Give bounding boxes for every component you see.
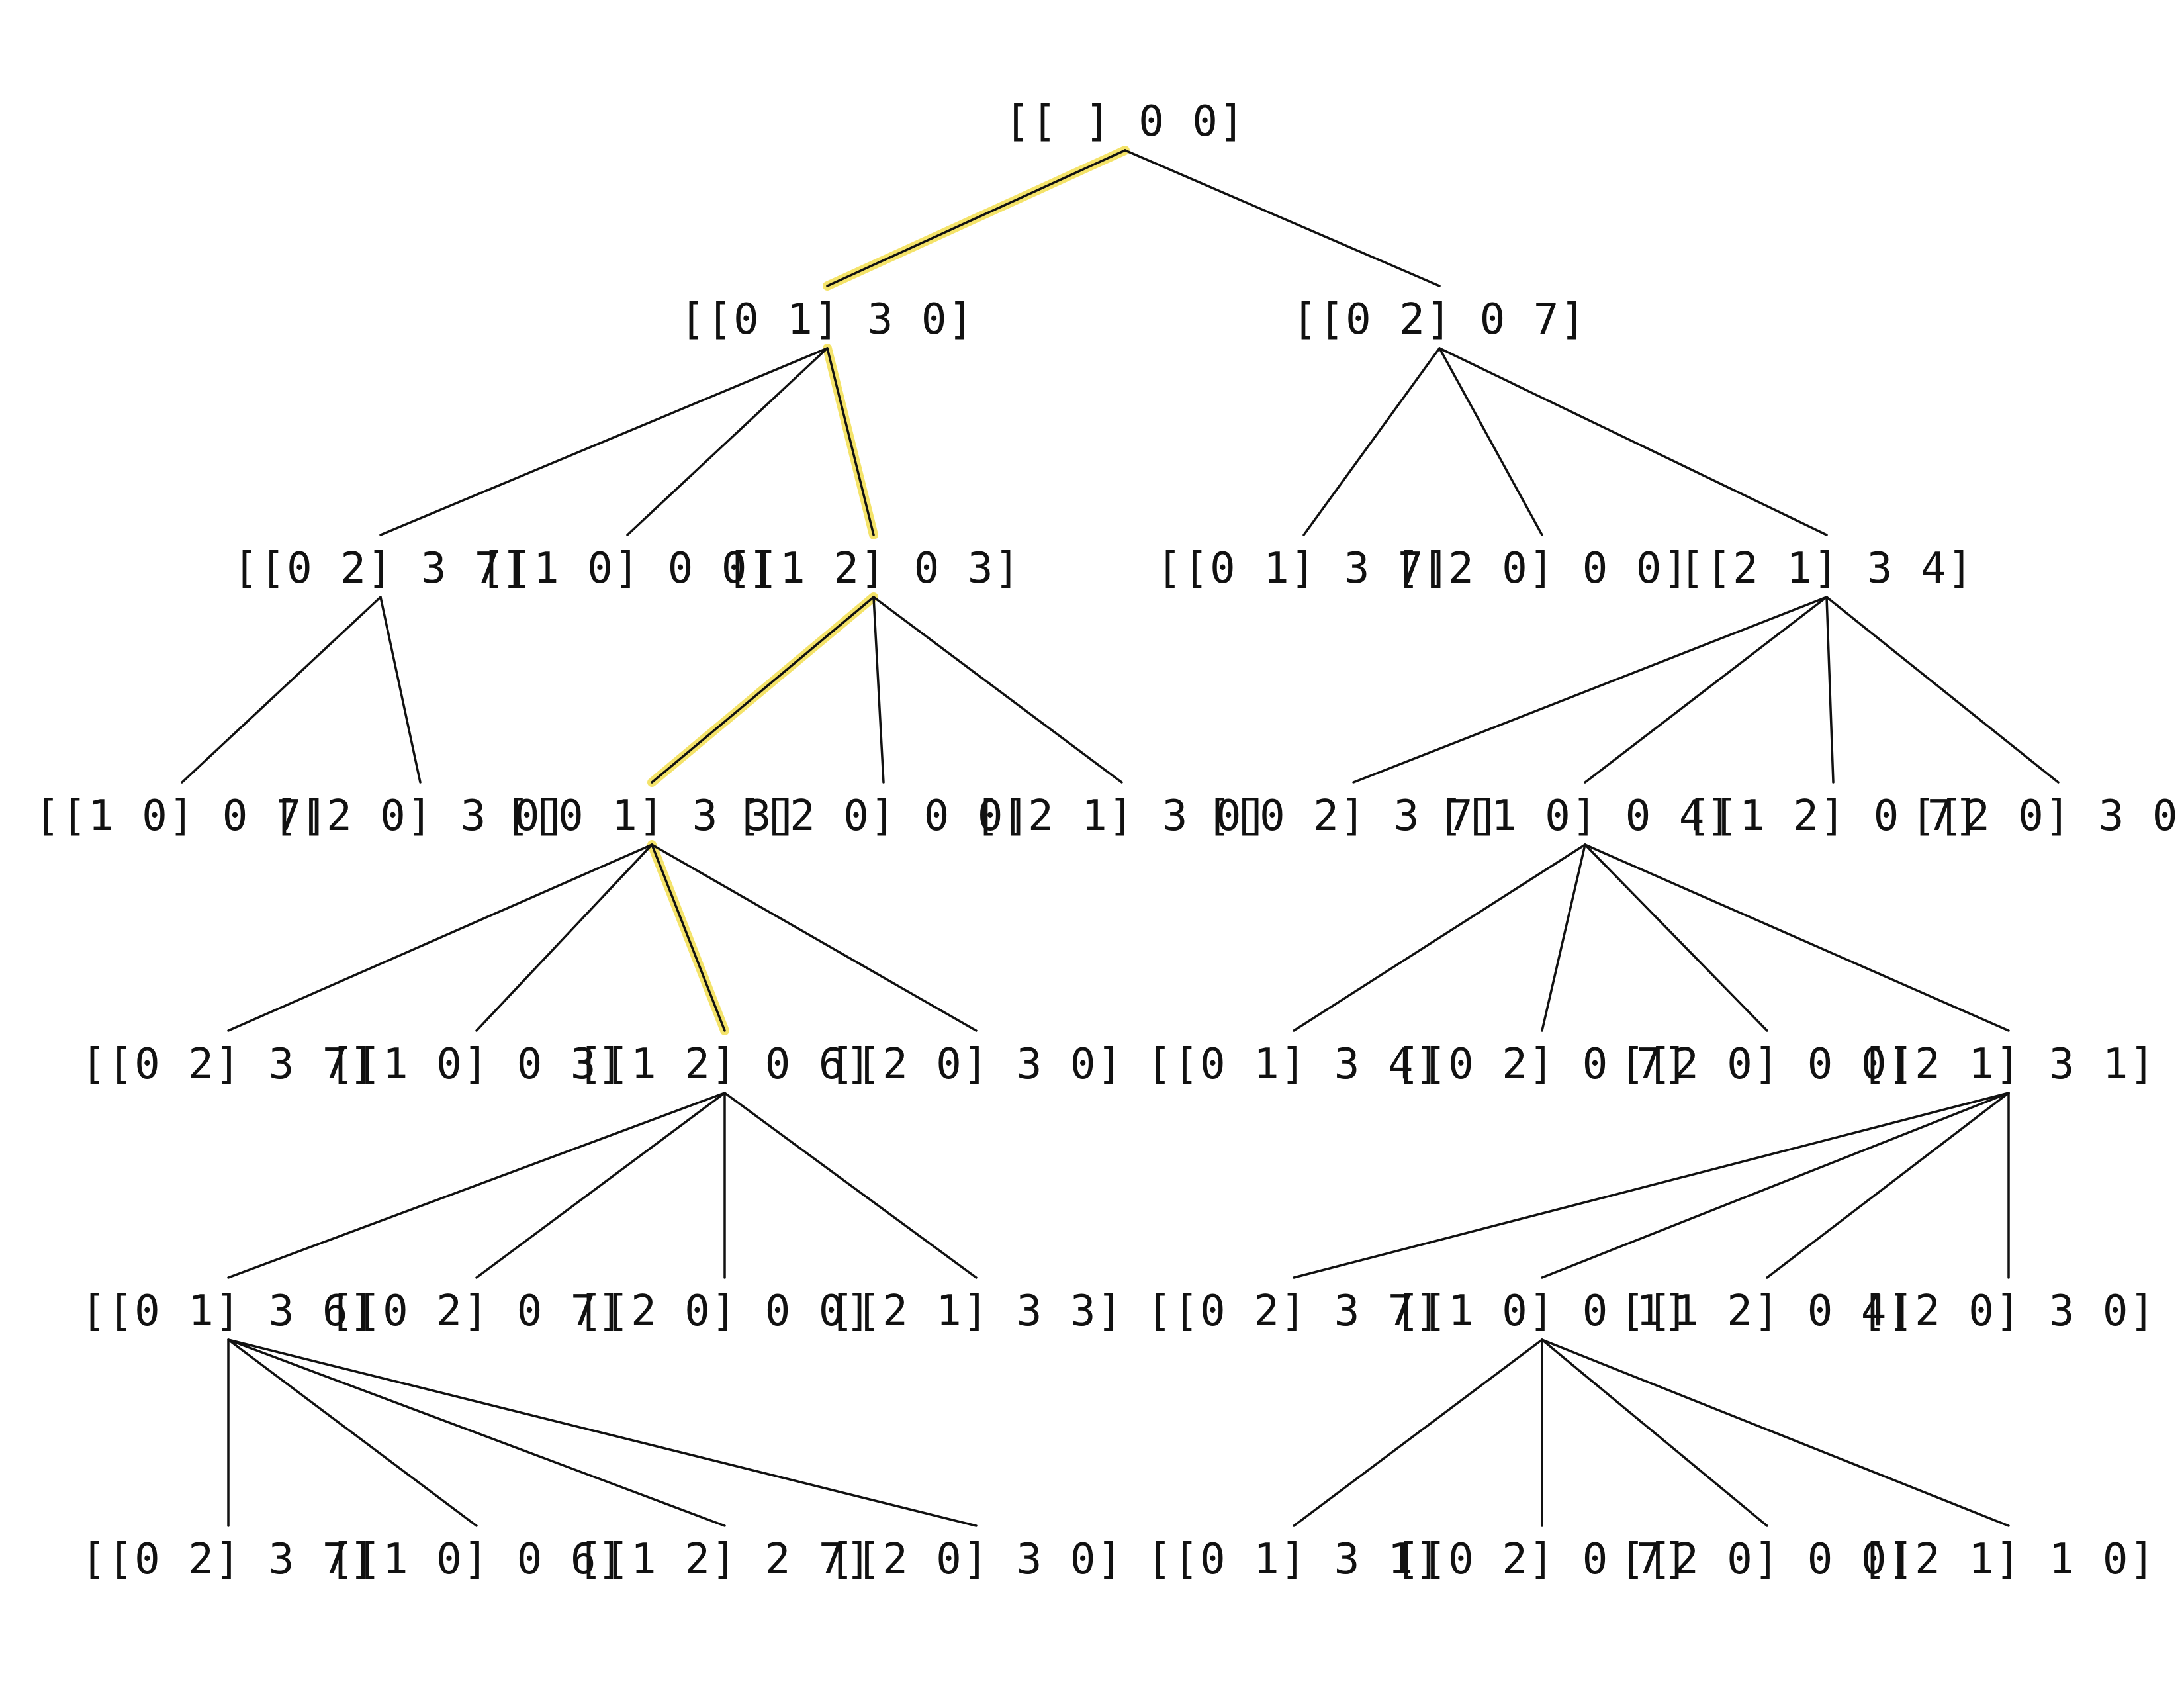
edge-n01c-l3d bbox=[872, 596, 885, 784]
edge-l3c-l4c bbox=[651, 843, 726, 1032]
edge-n01a-l3b bbox=[379, 596, 422, 784]
tree-node-l6f: [[0 2] 0 7] bbox=[1394, 1535, 1690, 1584]
tree-node-n02c: [[2 1] 3 4] bbox=[1679, 544, 1974, 593]
edge-n02-n02c bbox=[1438, 347, 1828, 536]
tree-node-l6g: [[2 0] 0 0] bbox=[1619, 1535, 1915, 1584]
tree-node-l6h: [[2 1] 1 0] bbox=[1861, 1535, 2156, 1584]
tree-node-n01: [[0 1] 3 0] bbox=[680, 295, 975, 344]
edge-l4c-l5d bbox=[723, 1092, 978, 1279]
tree-node-l4e: [[0 1] 3 4] bbox=[1146, 1040, 1441, 1089]
tree-node-l3d: [[2 0] 0 0] bbox=[736, 792, 1031, 841]
tree-node-l6a: [[0 2] 3 7] bbox=[81, 1535, 376, 1584]
tree-node-n02b: [[2 0] 0 0] bbox=[1394, 544, 1690, 593]
edge-n02c-l3g bbox=[1584, 596, 1828, 784]
tree-node-l4a: [[0 2] 3 7] bbox=[81, 1040, 376, 1089]
edge-l3g-l4h bbox=[1584, 843, 2010, 1032]
tree-node-n01b: [[1 0] 0 0] bbox=[480, 544, 775, 593]
edge-n01a-l3a bbox=[181, 596, 382, 784]
tree-node-l4f: [[0 2] 0 7] bbox=[1394, 1040, 1690, 1089]
edge-l4h-l5f bbox=[1541, 1092, 2010, 1279]
edge-n02c-l3h bbox=[1825, 596, 1835, 784]
edge-l4c-l5a bbox=[227, 1092, 726, 1279]
tree-node-l3i: [[2 0] 3 0] bbox=[1911, 792, 2184, 841]
edge-n01-n01b bbox=[626, 347, 829, 536]
edge-l5f-l6g bbox=[1541, 1338, 1768, 1527]
tree-node-root: [[ ] 0 0] bbox=[1005, 97, 1246, 146]
edge-n01c-l3e bbox=[872, 596, 1123, 784]
edge-l3c-l4a bbox=[227, 843, 653, 1032]
edge-n01-n01c bbox=[826, 347, 875, 536]
tree-node-l3c: [[0 1] 3 3] bbox=[504, 792, 799, 841]
tree-node-l6e: [[0 1] 3 1] bbox=[1146, 1535, 1441, 1584]
tree-node-l5g: [[1 2] 0 4] bbox=[1619, 1287, 1915, 1336]
edge-root-n01 bbox=[826, 149, 1126, 287]
edge-n02-n02a bbox=[1302, 347, 1441, 536]
tree-node-l5c: [[2 0] 0 0] bbox=[577, 1287, 872, 1336]
edge-l5a-l6d bbox=[227, 1338, 978, 1527]
edge-l5f-l6h bbox=[1541, 1338, 2010, 1527]
edge-l3c-l4d bbox=[651, 843, 978, 1032]
edge-n02c-l3i bbox=[1825, 596, 2060, 784]
tree-node-l6d: [[2 0] 3 0] bbox=[829, 1535, 1124, 1584]
edge-l5a-l6b bbox=[227, 1338, 478, 1527]
edge-l4c-l5b bbox=[475, 1092, 726, 1279]
edge-l3g-l4f bbox=[1541, 843, 1586, 1032]
tree-node-l3g: [[1 0] 0 4] bbox=[1437, 792, 1733, 841]
tree-node-l4h: [[2 1] 3 1] bbox=[1861, 1040, 2156, 1089]
edge-l3g-l4g bbox=[1584, 843, 1768, 1032]
edge-l3c-l4b bbox=[475, 843, 653, 1032]
tree-node-n01c: [[1 2] 0 3] bbox=[726, 544, 1021, 593]
tree-node-l4d: [[2 0] 3 0] bbox=[829, 1040, 1124, 1089]
tree-node-n01a: [[0 2] 3 7] bbox=[233, 544, 528, 593]
edge-n01c-l3c bbox=[651, 596, 875, 784]
tree-node-l3e: [[2 1] 3 0] bbox=[974, 792, 1269, 841]
tree-edges bbox=[181, 149, 2060, 1527]
edge-n02c-l3f bbox=[1352, 596, 1828, 784]
tree-node-l3b: [[2 0] 3 0] bbox=[273, 792, 568, 841]
tree-node-l6b: [[1 0] 0 6] bbox=[329, 1535, 624, 1584]
tree-node-l5e: [[0 2] 3 7] bbox=[1146, 1287, 1441, 1336]
tree-node-l3a: [[1 0] 0 7] bbox=[34, 792, 330, 841]
edge-l4h-l5e bbox=[1293, 1092, 2010, 1279]
edge-n01-n01a bbox=[379, 347, 829, 536]
tree-node-l4g: [[2 0] 0 0] bbox=[1619, 1040, 1915, 1089]
tree-node-l5a: [[0 1] 3 6] bbox=[81, 1287, 376, 1336]
edge-l4h-l5g bbox=[1766, 1092, 2010, 1279]
edge-root-n02 bbox=[1124, 149, 1441, 287]
tree-node-l3f: [[0 2] 3 7] bbox=[1206, 792, 1501, 841]
tree-node-l5f: [[1 0] 0 1] bbox=[1394, 1287, 1690, 1336]
tree-node-n02: [[0 2] 0 7] bbox=[1292, 295, 1587, 344]
tree-nodes: [[ ] 0 0] [[0 1] 3 0] [[0 2] 0 7] [[0 2] 3 … bbox=[34, 97, 2184, 1584]
tree-node-n02a: [[0 1] 3 7] bbox=[1156, 544, 1451, 593]
tree-node-l5h: [[2 0] 3 0] bbox=[1861, 1287, 2156, 1336]
edge-n02-n02b bbox=[1438, 347, 1543, 536]
tree-node-l5b: [[0 2] 0 7] bbox=[329, 1287, 624, 1336]
tree-node-l4b: [[1 0] 0 3] bbox=[329, 1040, 624, 1089]
edge-l5a-l6c bbox=[227, 1338, 726, 1527]
tree-node-l6c: [[1 2] 2 7] bbox=[577, 1535, 872, 1584]
tree-node-l5d: [[2 1] 3 3] bbox=[829, 1287, 1124, 1336]
edge-l5f-l6e bbox=[1293, 1338, 1543, 1527]
tree-node-l4c: [[1 2] 0 6] bbox=[577, 1040, 872, 1089]
edge-l3g-l4e bbox=[1293, 843, 1586, 1032]
tree-node-l3h: [[1 2] 0 7] bbox=[1686, 792, 1981, 841]
